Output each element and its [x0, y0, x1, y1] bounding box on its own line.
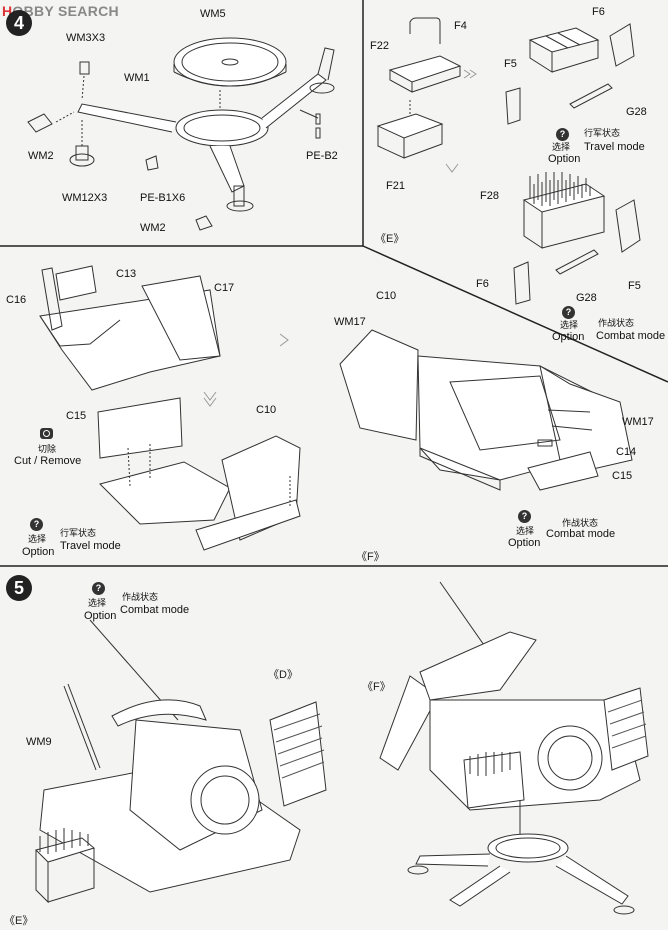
f-combat-mode-en: Combat mode [546, 528, 616, 540]
panel-borders [0, 0, 668, 567]
label-f21: F21 [386, 180, 405, 192]
panel-f-drawing [339, 329, 633, 491]
label-f28: F28 [480, 190, 499, 202]
step-number-5: 5 [6, 575, 32, 601]
f-combat-mode-cn: 作战状态 [562, 518, 599, 528]
step5-combat-mode-en: Combat mode [120, 604, 190, 616]
option-icon-e-travel: ? [556, 128, 569, 141]
label-pe-b1x6: PE-B1X6 [140, 192, 186, 204]
step5-right-drawing [379, 581, 649, 915]
left-travel-option-cn: 选择 [28, 534, 47, 544]
cut-remove-en: Cut / Remove [14, 455, 82, 467]
label-wm5: WM5 [200, 8, 226, 20]
e-combat-option-cn: 选择 [560, 320, 579, 330]
step4-drawing [27, 37, 335, 231]
marker-e: 《E》 [375, 233, 405, 245]
step5-combat-mode-cn: 作战状态 [122, 592, 159, 602]
label-wm2-top: WM2 [28, 150, 54, 162]
panel-e-drawing [376, 17, 641, 305]
marker-d: 《D》 [268, 669, 298, 681]
label-c10-left: C10 [256, 404, 277, 416]
left-travel-option-en: Option [22, 546, 55, 558]
f-combat-option-en: Option [508, 537, 541, 549]
label-c13: C13 [116, 268, 137, 280]
label-c15-f: C15 [612, 470, 633, 482]
label-f5-top: F5 [504, 58, 517, 70]
e-combat-mode-cn: 作战状态 [598, 318, 635, 328]
e-travel-option-en: Option [548, 153, 581, 165]
panel-left-drawing [39, 265, 301, 551]
e-combat-mode-en: Combat mode [596, 330, 666, 342]
e-combat-option-en: Option [552, 331, 585, 343]
watermark-logo: HOBBY SEARCH [2, 3, 119, 19]
option-icon-e-combat: ? [562, 306, 575, 319]
cut-remove-cn: 切除 [38, 444, 57, 454]
label-pe-b2: PE-B2 [306, 150, 338, 162]
label-g28-bottom: G28 [576, 292, 597, 304]
label-c15-left: C15 [66, 410, 87, 422]
label-c16: C16 [6, 294, 27, 306]
watermark-prefix: H [2, 3, 13, 19]
label-wm12x3: WM12X3 [62, 192, 108, 204]
rocket-rack-e [522, 172, 606, 249]
label-f4: F4 [454, 20, 467, 32]
label-wm17-left: WM17 [334, 316, 366, 328]
label-f22: F22 [370, 40, 389, 52]
e-travel-option-cn: 选择 [552, 142, 571, 152]
option-icon-f-combat: ? [518, 510, 531, 523]
label-wm3x3: WM3X3 [66, 32, 106, 44]
label-c14: C14 [616, 446, 637, 458]
marker-f-step5: 《F》 [362, 681, 391, 693]
label-f6-top: F6 [592, 6, 605, 18]
label-c17: C17 [214, 282, 235, 294]
label-wm17-right: WM17 [622, 416, 654, 428]
cut-remove-icon [40, 428, 53, 439]
e-travel-mode-cn: 行军状态 [584, 128, 621, 138]
left-travel-mode-en: Travel mode [60, 540, 121, 552]
label-f6-bottom: F6 [476, 278, 489, 290]
label-wm9: WM9 [26, 736, 52, 748]
left-travel-mode-cn: 行军状态 [60, 528, 97, 538]
label-wm2-bottom: WM2 [140, 222, 166, 234]
label-wm1: WM1 [124, 72, 150, 84]
step5-left-drawing [35, 619, 327, 904]
e-travel-mode-en: Travel mode [584, 141, 645, 153]
step5-combat-option-cn: 选择 [88, 598, 107, 608]
marker-f: 《F》 [356, 551, 385, 563]
watermark-text: OBBY SEARCH [12, 3, 119, 19]
option-icon-step5-combat: ? [92, 582, 105, 595]
marker-e-step5: 《E》 [4, 915, 34, 927]
label-g28-top: G28 [626, 106, 647, 118]
label-f5-bottom: F5 [628, 280, 641, 292]
step5-combat-option-en: Option [84, 610, 117, 622]
label-c10-f: C10 [376, 290, 397, 302]
option-icon-left-travel: ? [30, 518, 43, 531]
step-number-4: 4 [6, 10, 32, 36]
f-combat-option-cn: 选择 [516, 526, 535, 536]
